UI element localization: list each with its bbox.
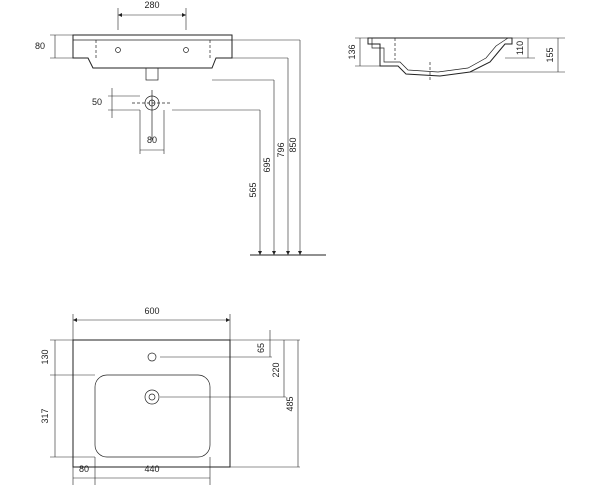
dim-h796: 796 — [276, 142, 286, 157]
dim-rim-height: 80 — [35, 41, 45, 51]
dim-depth-136: 136 — [347, 44, 357, 59]
side-section-view: 136 110 155 — [347, 37, 565, 80]
dimension-arrowheads — [73, 13, 302, 322]
dim-h850: 850 — [288, 137, 298, 152]
dim-top-margin: 130 — [40, 349, 50, 364]
dim-waste-spacing: 80 — [147, 135, 157, 145]
tap-hole-left — [115, 47, 121, 53]
side-section-outline — [367, 37, 513, 77]
dim-bowl-depth: 317 — [40, 408, 50, 423]
plan-tap-hole — [147, 352, 157, 362]
dim-tap-spacing: 280 — [144, 0, 159, 10]
dim-total-depth: 485 — [285, 396, 295, 411]
dim-waste-offset: 50 — [92, 97, 102, 107]
front-basin-outline — [72, 34, 233, 69]
dim-depth-155: 155 — [545, 47, 555, 62]
dim-depth-110: 110 — [515, 41, 525, 55]
dim-h695: 695 — [262, 157, 272, 172]
dim-side-margin: 80 — [79, 464, 89, 474]
waste-spigot — [145, 67, 159, 81]
plan-bowl-outline — [94, 374, 211, 458]
plan-view: 600 130 317 80 440 65 220 485 — [40, 306, 300, 485]
dim-width: 600 — [144, 306, 159, 316]
dim-drain: 220 — [271, 362, 281, 377]
dim-tap-hole: 65 — [256, 343, 266, 353]
front-view: 280 80 50 80 565 695 796 850 — [35, 0, 326, 256]
tap-hole-right — [183, 47, 189, 53]
dim-h565: 565 — [248, 182, 258, 197]
plan-drain — [144, 389, 160, 405]
plan-outer-outline — [72, 339, 231, 468]
dim-bowl-width: 440 — [144, 464, 159, 474]
